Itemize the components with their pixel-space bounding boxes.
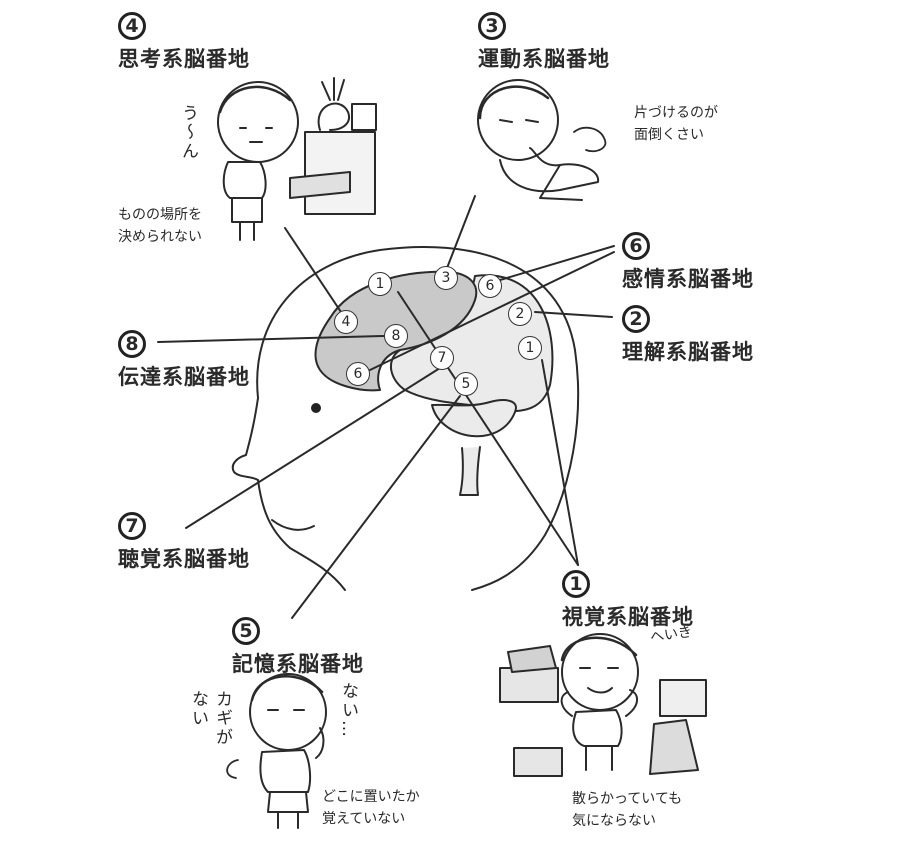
- figure-visual: [499, 633, 707, 777]
- region-memory: 5 記憶系脳番地: [232, 617, 364, 678]
- leader-1a: [397, 291, 579, 566]
- region-number-badge: 6: [622, 232, 650, 260]
- leader-4: [284, 227, 346, 319]
- region-thinking: 4 思考系脳番地: [118, 12, 250, 73]
- leader-7: [185, 367, 441, 529]
- leader-3: [446, 195, 476, 269]
- brain-marker-4: 4: [334, 310, 358, 334]
- region-number-badge: 4: [118, 12, 146, 40]
- leader-6a: [499, 245, 615, 281]
- region-emotion: 6 感情系脳番地: [622, 232, 754, 293]
- region-motor-note: 片づけるのが 面倒くさい: [634, 105, 718, 143]
- region-number-badge: 2: [622, 305, 650, 333]
- figure-lazy: [477, 79, 607, 201]
- region-number-badge: 5: [232, 617, 260, 645]
- region-number-badge: 3: [478, 12, 506, 40]
- region-title: 視覚系脳番地: [562, 605, 694, 629]
- region-title: 感情系脳番地: [622, 267, 754, 291]
- region-understanding: 2 理解系脳番地: [622, 305, 754, 366]
- figure-thinking: [217, 77, 377, 241]
- region-communication: 8 伝達系脳番地: [118, 330, 250, 391]
- brain-marker-6-lower: 6: [346, 362, 370, 386]
- region-number-badge: 1: [562, 570, 590, 598]
- region-title: 思考系脳番地: [118, 47, 250, 71]
- eye: [311, 403, 321, 413]
- leader-5: [291, 395, 461, 619]
- exclaim-memory-right: ない…: [338, 682, 358, 739]
- region-title: 運動系脳番地: [478, 47, 610, 71]
- leader-8: [157, 335, 385, 343]
- brain-marker-1: 1: [368, 272, 392, 296]
- brain-marker-7: 7: [430, 346, 454, 370]
- brain-marker-5: 5: [454, 372, 478, 396]
- spinal-cord: [459, 446, 481, 496]
- brain-marker-3: 3: [434, 266, 458, 290]
- brain-marker-6: 6: [478, 274, 502, 298]
- region-title: 記憶系脳番地: [232, 652, 364, 676]
- region-title: 理解系脳番地: [622, 340, 754, 364]
- leader-2: [534, 311, 613, 318]
- figure-memory: [226, 673, 327, 829]
- exclaim-thinking: う〜ん: [178, 104, 198, 161]
- region-visual-note: 散らかっていても 気にならない: [572, 791, 683, 829]
- region-memory-note: どこに置いたか 覚えていない: [322, 789, 420, 827]
- region-motor: 3 運動系脳番地: [478, 12, 610, 73]
- head-outline: [256, 246, 580, 591]
- brain-marker-1-right: 1: [518, 336, 542, 360]
- brain-marker-8: 8: [384, 324, 408, 348]
- region-thinking-note: ものの場所を 決められない: [118, 207, 202, 245]
- region-number-badge: 8: [118, 330, 146, 358]
- region-title: 伝達系脳番地: [118, 365, 250, 389]
- leader-6b: [369, 251, 615, 371]
- brain-stem: [431, 399, 517, 438]
- region-title: 聴覚系脳番地: [118, 547, 250, 571]
- exclaim-memory-missing: ない: [188, 690, 208, 728]
- exclaim-memory-keys: カギが: [212, 690, 232, 747]
- leader-1b: [541, 359, 579, 566]
- brain-marker-2: 2: [508, 302, 532, 326]
- region-number-badge: 7: [118, 512, 146, 540]
- region-hearing: 7 聴覚系脳番地: [118, 512, 250, 573]
- face-outline: [231, 397, 346, 591]
- mouth: [271, 519, 315, 531]
- region-visual: 1 視覚系脳番地: [562, 570, 694, 631]
